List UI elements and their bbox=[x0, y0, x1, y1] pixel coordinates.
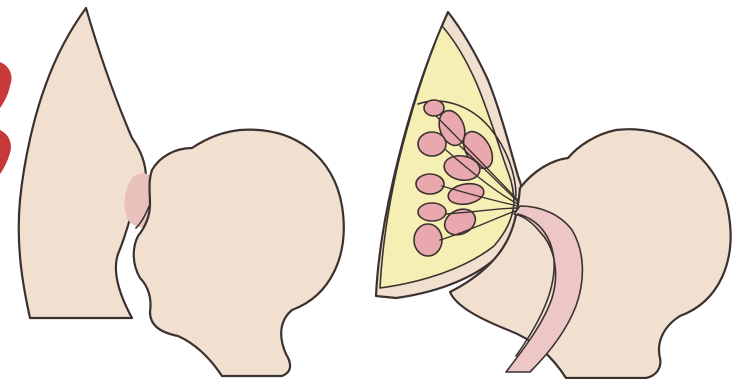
external-view-panel bbox=[0, 8, 344, 376]
gland-lobule bbox=[418, 132, 446, 156]
cross-section-view-panel bbox=[376, 12, 731, 378]
gland-lobule bbox=[418, 203, 446, 221]
letdown-indicator-bottom bbox=[0, 130, 11, 174]
gland-lobule bbox=[424, 100, 444, 116]
gland-lobule bbox=[414, 224, 442, 256]
letdown-indicator-top bbox=[0, 62, 12, 108]
breast-profile bbox=[19, 8, 146, 318]
gland-lobule bbox=[416, 174, 444, 194]
infant-head bbox=[134, 130, 344, 376]
